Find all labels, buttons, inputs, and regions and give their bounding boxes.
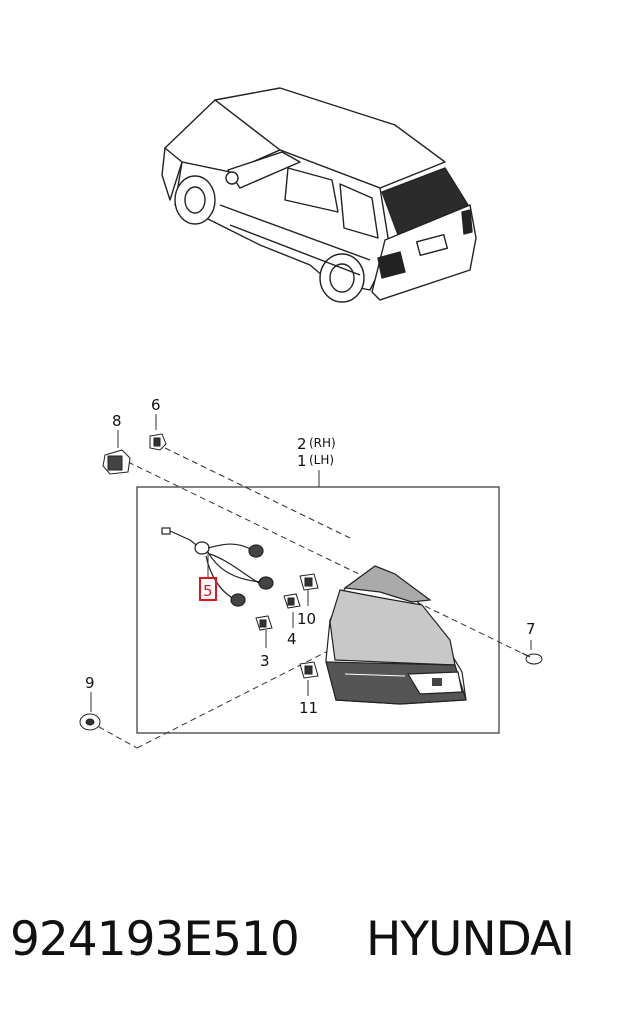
callout-8: 8	[112, 412, 122, 430]
part-8-clip	[102, 449, 131, 475]
part-11-bulb	[299, 661, 319, 679]
callout-4: 4	[287, 630, 297, 648]
assembly-frame	[136, 486, 500, 734]
footer: 924193E510 HYUNDAI	[0, 902, 621, 982]
vehicle-illustration	[161, 87, 477, 303]
part-10-bulb	[299, 573, 319, 591]
parts-diagram: 8 6 2 (RH) 1 (LH) 7 9 10 4 3 11 5	[79, 87, 543, 749]
callout-6: 6	[151, 396, 161, 414]
solid-leaders	[90, 414, 532, 712]
callout-2-side: (RH)	[309, 436, 336, 450]
part-9-grommet	[79, 713, 101, 731]
callout-3: 3	[260, 652, 270, 670]
callout-9: 9	[85, 674, 95, 692]
part-3-bulb	[255, 615, 273, 631]
part-5-wiring-harness	[161, 527, 274, 607]
callout-7: 7	[526, 620, 536, 638]
part-4-bulb	[283, 593, 301, 609]
part-6-nut	[149, 433, 167, 451]
leader-lines	[89, 447, 531, 749]
callout-5-highlight-box	[199, 577, 217, 601]
part-7-screw	[521, 652, 543, 665]
callout-11: 11	[299, 699, 318, 717]
callout-1-side: (LH)	[309, 453, 334, 467]
callout-1: 1	[297, 452, 307, 470]
part-number: 924193E510	[10, 912, 300, 967]
callout-5: 5	[203, 582, 213, 600]
rear-combination-lamp	[325, 565, 467, 705]
brand-name: HYUNDAI	[366, 912, 575, 967]
callout-10: 10	[297, 610, 316, 628]
callout-2: 2	[297, 435, 307, 453]
